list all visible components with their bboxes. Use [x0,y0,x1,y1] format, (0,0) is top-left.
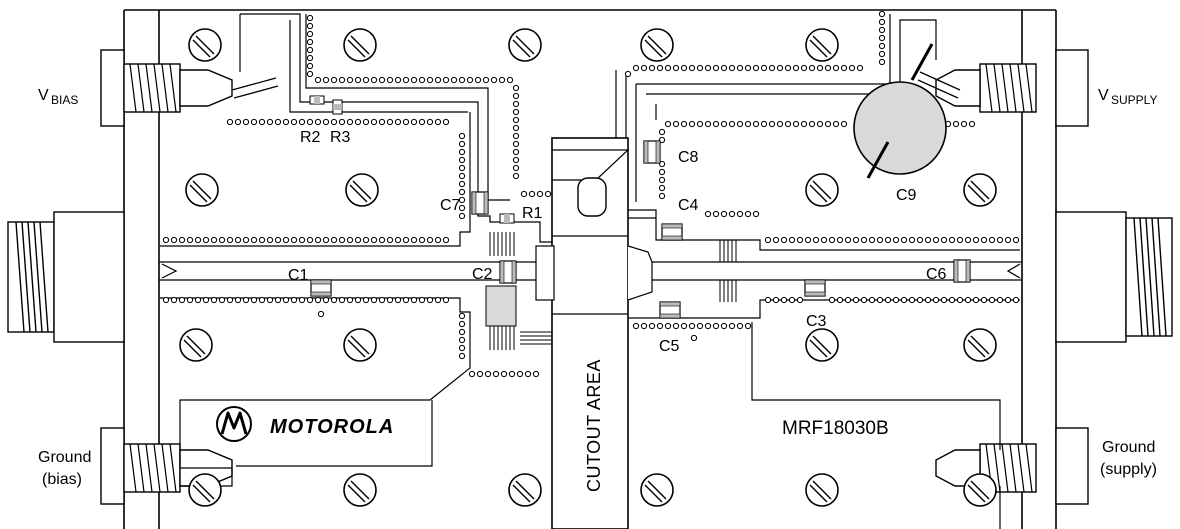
vbias-label-main: V [38,87,49,104]
line-end-markers [161,263,1021,279]
resistor-r3 [332,99,343,115]
vsupply-terminal [935,63,1037,113]
capacitor-c4 [661,223,683,241]
ground-supply-label-line1: Ground [1102,439,1155,456]
label-c6: C6 [926,266,947,283]
motorola-wordmark: MOTOROLA [270,416,394,438]
label-c2: C2 [472,266,493,283]
label-r2: R2 [300,129,321,146]
capacitor-c1 [310,279,332,297]
label-c8: C8 [678,149,699,166]
cutout-area-label: CUTOUT AREA [584,359,604,492]
label-c9: C9 [896,187,917,204]
capacitor-c8 [643,140,661,164]
part-number-label: MRF18030B [782,418,889,439]
left-connector-plates [100,49,1089,505]
vbias-terminal [123,63,279,113]
resistor-r2 [309,95,325,105]
vsupply-label-sub: SUPPLY [1111,93,1157,107]
resistor-r1 [499,213,515,224]
motorola-logo [216,406,252,442]
rf-input-connector [7,211,125,343]
label-c5: C5 [659,338,680,355]
ground-bias-label-line1: Ground [38,449,91,466]
cutout-area [535,137,653,529]
label-c1: C1 [288,267,309,284]
capacitor-c3 [804,279,826,297]
label-c7: C7 [440,197,461,214]
label-r1: R1 [522,205,543,222]
rf-output-connector [1055,211,1173,343]
vias [162,10,1020,378]
label-c3: C3 [806,313,827,330]
label-r3: R3 [330,129,351,146]
capacitor-c7 [471,191,489,215]
label-c4: C4 [678,197,699,214]
capacitor-c2 [499,260,517,284]
left-board-traces [159,13,552,487]
ground-bias-label-line2: (bias) [42,471,82,488]
vbias-label-sub: BIAS [51,93,78,107]
matching-stubs [485,232,737,350]
capacitor-c9 [853,43,961,179]
capacitor-c5 [659,301,681,319]
capacitor-c6 [953,259,971,283]
ground-supply-label-line2: (supply) [1100,461,1157,478]
vsupply-label-main: V [1098,87,1109,104]
